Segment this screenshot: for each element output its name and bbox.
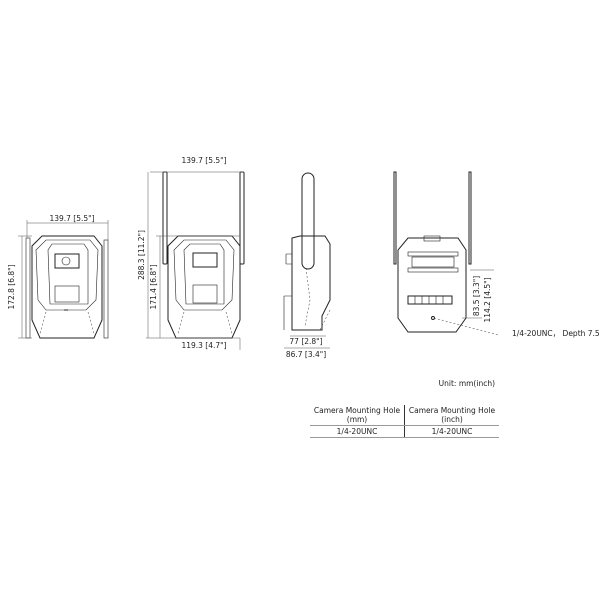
hole-height-label: 83.5 [3.3"] [472,276,481,316]
mounting-hole-table: Camera Mounting Hole (mm) Camera Mountin… [310,405,499,438]
side-depth-label: 77 [2.8"] [289,337,322,346]
front-antenna-view: 139.7 [5.5"] 288.3 [11.2"] 171.4 [6.8"] … [137,156,245,350]
total-height-label: 288.3 [11.2"] [137,230,146,280]
antenna-width-label: 139.7 [5.5"] [181,156,226,165]
side-view: 77 [2.8"] 86.7 [3.4"] [283,172,331,359]
front-width-label: 139.7 [5.5"] [49,214,94,223]
mounting-hole-callout: 1/4-20UNC， Depth 7.5 [512,329,600,338]
body-height-label: 171.4 [6.8"] [149,264,158,309]
table-row: 1/4-20UNC 1/4-20UNC [310,425,499,438]
unit-note: Unit: mm(inch) [438,379,495,388]
column-header-mm: Camera Mounting Hole (mm) [310,405,405,426]
column-header-inch: Camera Mounting Hole (inch) [404,405,499,426]
front-view: 139.7 [5.5"] 172.8 [6.8"] [7,214,109,339]
side-total-depth-label: 86.7 [3.4"] [286,350,326,359]
cell-inch: 1/4-20UNC [404,425,499,438]
bottom-width-label: 119.3 [4.7"] [181,341,226,350]
front-height-label: 172.8 [6.8"] [7,264,16,309]
cell-mm: 1/4-20UNC [310,425,405,438]
table-header-row: Camera Mounting Hole (mm) Camera Mountin… [310,405,499,426]
back-view: 83.5 [3.3"] 114.2 [4.5"] 1/4-20UNC， Dept… [393,171,600,338]
back-height-label: 114.2 [4.5"] [483,277,492,322]
